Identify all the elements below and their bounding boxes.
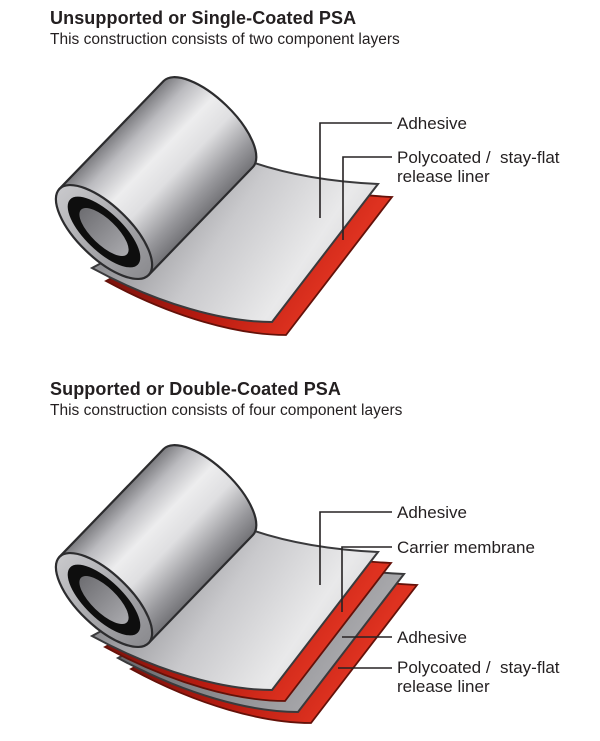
figure1-adhesive-leader-line <box>319 122 392 218</box>
figure1-label-adhesive: Adhesive <box>397 114 467 133</box>
figure2-carrier-leader-line <box>341 546 392 612</box>
figure2-adhesive-leader-line <box>319 511 392 585</box>
figure1-title: Unsupported or Single-Coated PSA <box>50 8 357 28</box>
figure2-label-release-liner: Polycoated / stay-flat release liner <box>397 658 560 696</box>
figure2-label-adhesive-bottom: Adhesive <box>397 628 467 647</box>
figure1-label-release-liner: Polycoated / stay-flat release liner <box>397 148 560 186</box>
figure2-label-adhesive-top: Adhesive <box>397 503 467 522</box>
figure2-title: Supported or Double-Coated PSA <box>50 379 341 399</box>
figure1-roll-graphic <box>40 61 393 336</box>
figure1-liner-leader-line <box>342 156 392 240</box>
figure2-subtitle: This construction consists of four compo… <box>50 402 403 419</box>
figure2-roll-graphic <box>40 429 418 724</box>
figure1-subtitle: This construction consists of two compon… <box>50 31 400 48</box>
figure2-label-carrier-membrane: Carrier membrane <box>397 538 535 557</box>
